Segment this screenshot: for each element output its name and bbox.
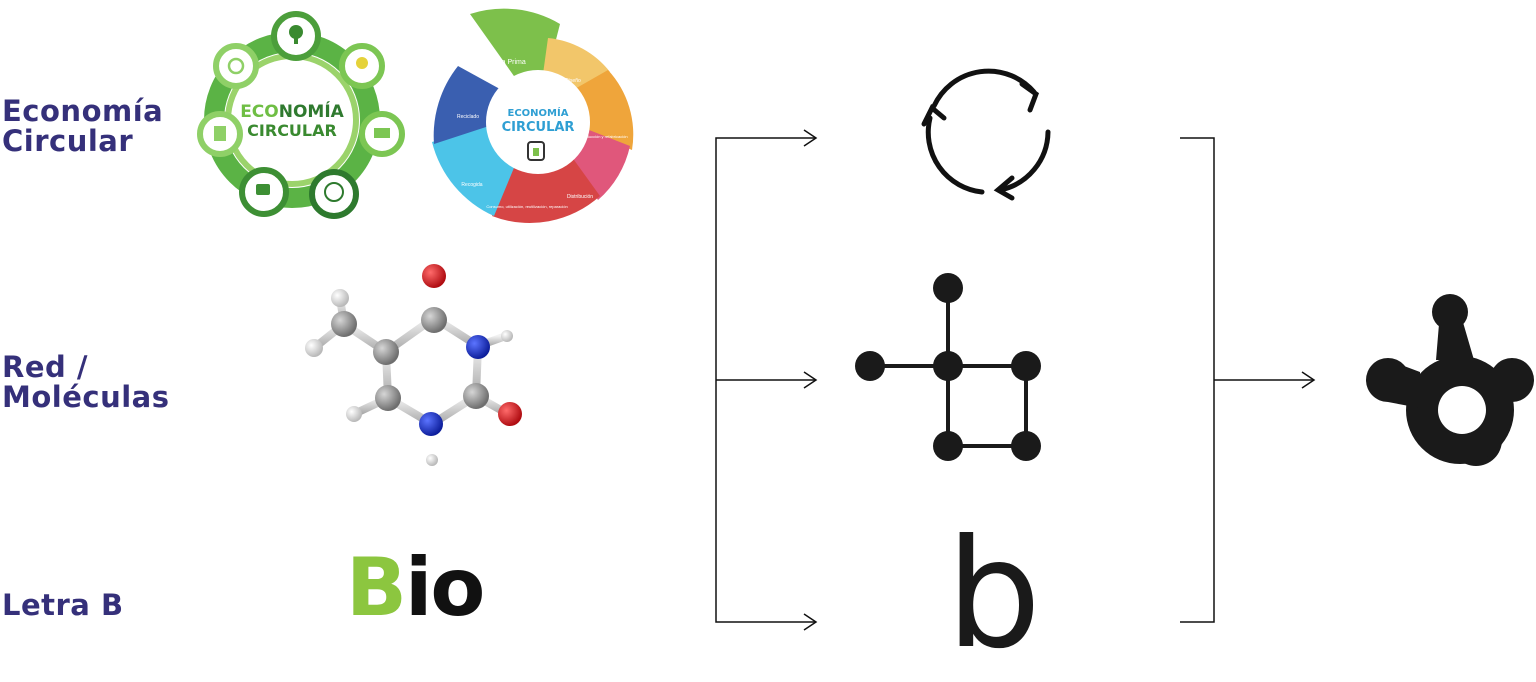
label-economia-circular: Economía Circular [2, 96, 163, 156]
atom-hydrogen [305, 339, 323, 357]
bio-wordmark: Bio [346, 548, 485, 628]
recycle-icon [213, 43, 259, 89]
atom-oxygen [498, 402, 522, 426]
right-bracket-arrow [1180, 137, 1316, 623]
atom-nitrogen [466, 335, 490, 359]
atom-carbon [421, 307, 447, 333]
atom-hydrogen [346, 406, 362, 422]
color-circular-economy-wheel: ECONOMÍA CIRCULAR Materia Prima Diseño P… [432, 8, 634, 224]
segment-reciclado [433, 66, 538, 144]
green-wheel-nodes [197, 11, 405, 219]
label-red-line2: Moléculas [2, 380, 170, 414]
color-wheel-center [486, 70, 590, 174]
arrowhead-bottom [993, 175, 1015, 201]
segment-label-materia-prima: Materia Prima [482, 59, 526, 66]
arc-top [931, 68, 1037, 109]
segment-label-produccion: Producción y refabricación [580, 134, 627, 139]
label-red-line1: Red / [2, 350, 88, 384]
diagram-canvas: ECONOMÍA CIRCULAR ECONOMÍA CIRCULAR Mate… [197, 8, 1534, 631]
green-circular-economy-wheel: ECONOMÍA CIRCULAR [197, 11, 405, 219]
arrow-head-output [1301, 371, 1316, 389]
label-letra-line1: Letra B [2, 588, 124, 622]
segment-label-recogida: Recogida [461, 182, 482, 188]
atom-hydrogen [426, 454, 438, 466]
segment-label-diseno: Diseño [565, 78, 581, 84]
battery-icon [527, 141, 545, 161]
circular-arrows-icon [921, 68, 1051, 201]
graph-node [933, 273, 963, 303]
atom-carbon [373, 339, 399, 365]
final-logo-icon [1366, 294, 1534, 466]
atom-hydrogen [331, 289, 349, 307]
green-wheel-title-line1: ECONOMÍA [240, 100, 344, 122]
segment-label-reciclado: Reciclado [457, 114, 479, 120]
arc-left [925, 115, 985, 195]
graph-node [1011, 351, 1041, 381]
arrow-head-top [803, 129, 818, 147]
atom-oxygen [422, 264, 446, 288]
network-graph-icon [855, 273, 1041, 461]
graph-node [1011, 431, 1041, 461]
green-wheel-title-line2: CIRCULAR [247, 121, 337, 140]
arrow-head-middle [803, 371, 818, 389]
atom-carbon [331, 311, 357, 337]
segment-label-consumo: Consumo, utilización, reutilización, rep… [486, 204, 567, 209]
arrowhead-top [1019, 81, 1040, 113]
globe-icon [309, 169, 359, 219]
graph-node [855, 351, 885, 381]
color-wheel-title-line1: ECONOMÍA [508, 106, 569, 119]
lowercase-b-glyph: b [946, 508, 1042, 682]
bio-letter-b: B [346, 541, 407, 634]
bio-letters-io: io [404, 541, 485, 634]
arrowhead-left [921, 104, 947, 127]
label-red-moleculas: Red / Moléculas [2, 352, 170, 412]
logo-hole [1438, 386, 1486, 434]
left-bracket-arrows [715, 129, 818, 631]
color-wheel-title-line2: CIRCULAR [502, 120, 575, 135]
atom-hydrogen [501, 330, 513, 342]
right-bracket [1180, 137, 1215, 623]
label-letra-b: Letra B [2, 590, 124, 620]
segment-label-distribucion: Distribución [567, 194, 593, 200]
atom-carbon [375, 385, 401, 411]
arrow-head-bottom [803, 613, 818, 631]
atom-nitrogen [419, 412, 443, 436]
label-economia-line2: Circular [2, 124, 134, 158]
molecule-model [305, 264, 522, 466]
graph-node [933, 351, 963, 381]
atom-carbon [463, 383, 489, 409]
arc-right [997, 129, 1051, 193]
graph-node [933, 431, 963, 461]
label-economia-line1: Economía [2, 94, 164, 128]
